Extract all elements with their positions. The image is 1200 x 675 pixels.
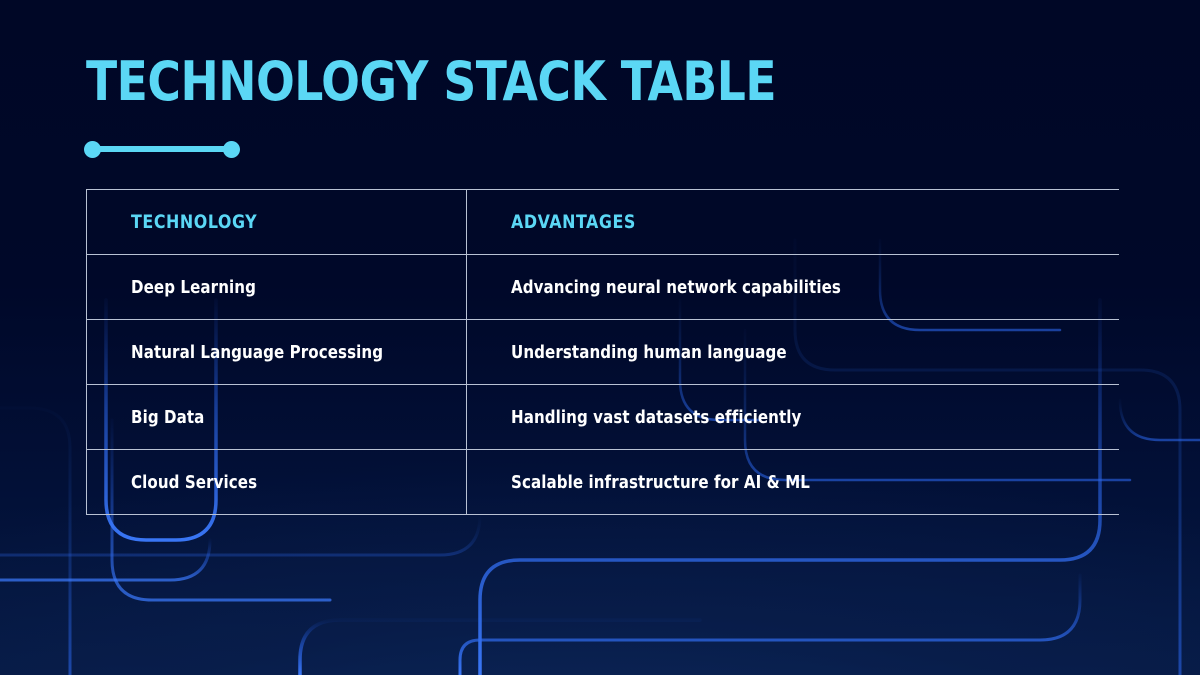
cell-technology: Big Data bbox=[86, 384, 467, 450]
column-header-technology-label: TECHNOLOGY bbox=[131, 211, 258, 233]
accent-dot-right-icon bbox=[223, 141, 240, 158]
cell-advantages: Handling vast datasets efficiently bbox=[466, 384, 1119, 450]
technology-stack-table: TECHNOLOGY ADVANTAGES Deep Learning Adva… bbox=[86, 189, 1119, 515]
title-accent-rule bbox=[84, 140, 240, 158]
cell-technology-text: Cloud Services bbox=[131, 471, 258, 493]
title-block: TECHNOLOGY STACK TABLE bbox=[86, 50, 820, 113]
cell-technology-text: Deep Learning bbox=[131, 276, 256, 298]
table-row: Cloud Services Scalable infrastructure f… bbox=[86, 449, 1119, 515]
cell-technology-text: Big Data bbox=[131, 406, 205, 428]
column-header-advantages-label: ADVANTAGES bbox=[511, 211, 636, 233]
cell-advantages-text: Scalable infrastructure for AI & ML bbox=[511, 471, 811, 493]
cell-advantages: Scalable infrastructure for AI & ML bbox=[466, 449, 1119, 515]
cell-technology: Natural Language Processing bbox=[86, 319, 467, 385]
column-header-technology: TECHNOLOGY bbox=[86, 189, 467, 255]
cell-technology: Cloud Services bbox=[86, 449, 467, 515]
column-header-advantages: ADVANTAGES bbox=[466, 189, 1119, 255]
cell-technology-text: Natural Language Processing bbox=[131, 341, 384, 363]
table-row: Natural Language Processing Understandin… bbox=[86, 319, 1119, 385]
cell-advantages: Understanding human language bbox=[466, 319, 1119, 385]
cell-advantages-text: Understanding human language bbox=[511, 341, 787, 363]
cell-advantages: Advancing neural network capabilities bbox=[466, 254, 1119, 320]
cell-advantages-text: Advancing neural network capabilities bbox=[511, 276, 841, 298]
cell-advantages-text: Handling vast datasets efficiently bbox=[511, 406, 802, 428]
table-row: Big Data Handling vast datasets efficien… bbox=[86, 384, 1119, 450]
accent-bar bbox=[90, 146, 234, 152]
page-title: TECHNOLOGY STACK TABLE bbox=[86, 50, 777, 113]
cell-technology: Deep Learning bbox=[86, 254, 467, 320]
table-header-row: TECHNOLOGY ADVANTAGES bbox=[86, 189, 1119, 255]
table-row: Deep Learning Advancing neural network c… bbox=[86, 254, 1119, 320]
